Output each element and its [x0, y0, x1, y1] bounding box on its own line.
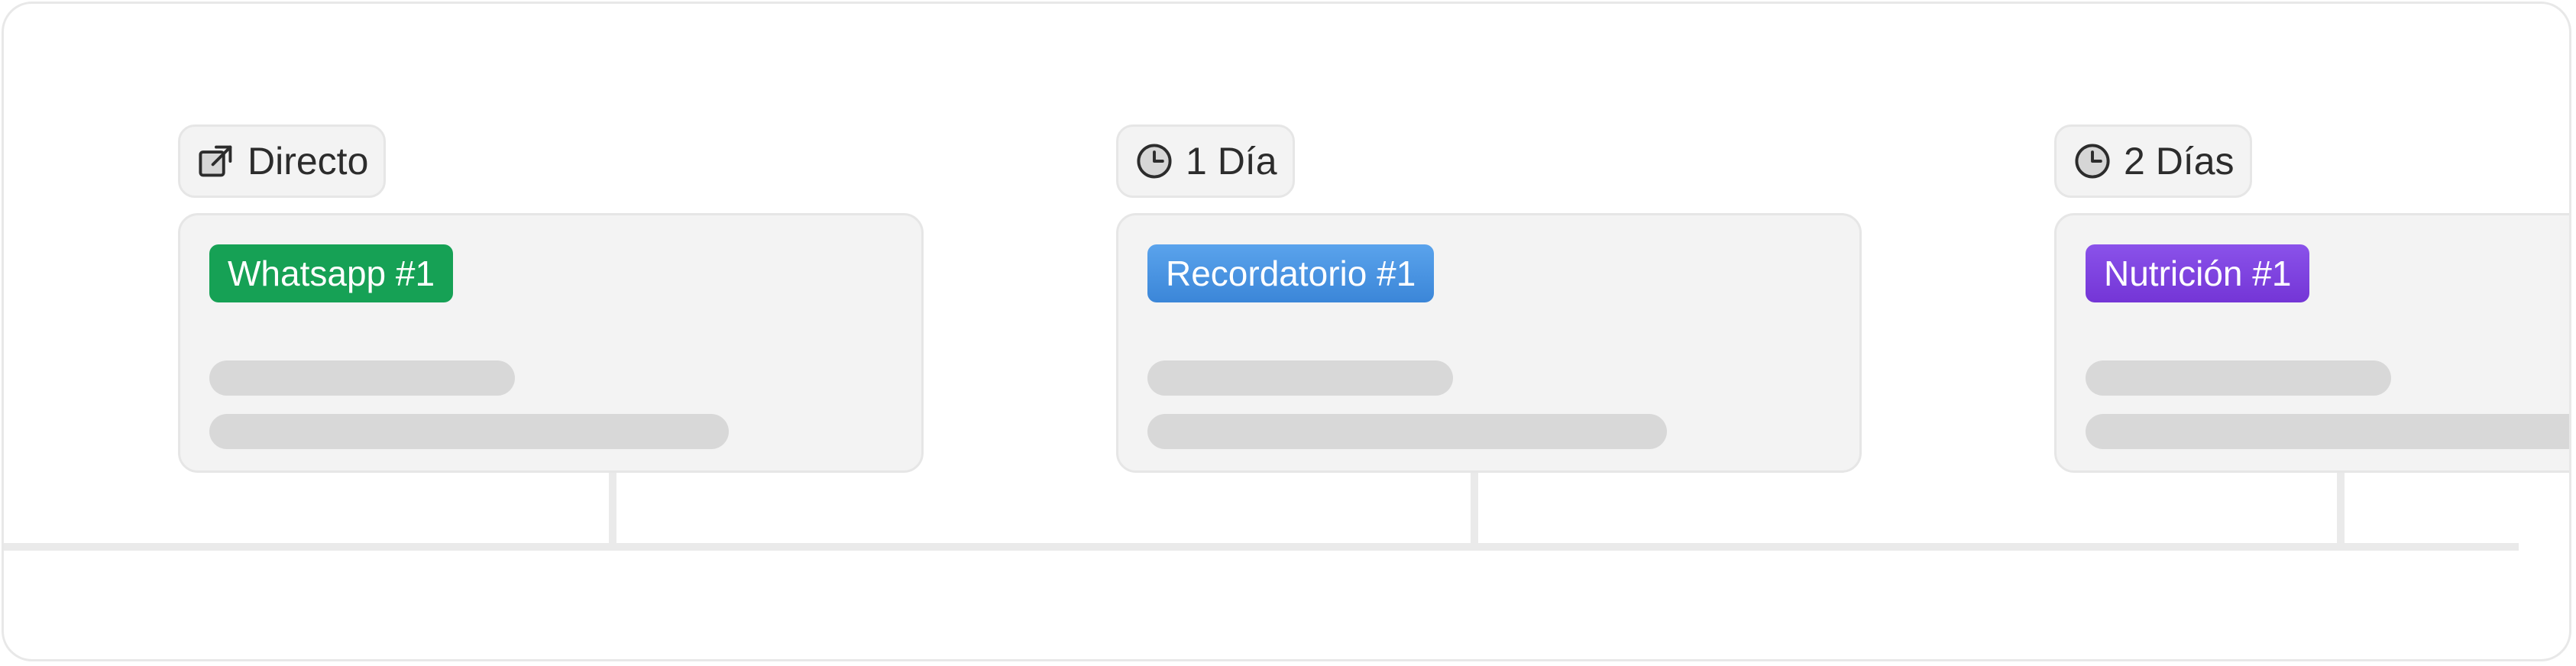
- step-card[interactable]: Whatsapp #1: [178, 213, 924, 473]
- delay-chip-1-dia[interactable]: 1 Día: [1116, 124, 1295, 198]
- delay-label: Directo: [248, 140, 369, 183]
- step-card[interactable]: Nutrición #1: [2054, 213, 2569, 473]
- timeline-axis: [4, 543, 2519, 551]
- timeline-connector: [609, 473, 616, 546]
- timeline-connector: [1471, 473, 1478, 546]
- skeleton-line: [209, 414, 729, 449]
- timeline-connector: [2337, 473, 2345, 546]
- channel-tag-nutricion[interactable]: Nutrición #1: [2086, 244, 2310, 302]
- delay-chip-2-dias[interactable]: 2 Días: [2054, 124, 2252, 198]
- channel-tag-whatsapp[interactable]: Whatsapp #1: [209, 244, 454, 302]
- skeleton-line: [2086, 360, 2391, 396]
- delay-label: 1 Día: [1186, 140, 1277, 183]
- step-card[interactable]: Recordatorio #1: [1116, 213, 1862, 473]
- channel-tag-recordatorio[interactable]: Recordatorio #1: [1147, 244, 1435, 302]
- delay-chip-directo[interactable]: Directo: [178, 124, 387, 198]
- clock-icon: [1134, 141, 1175, 182]
- skeleton-line: [2086, 414, 2569, 449]
- skeleton-line: [1147, 360, 1453, 396]
- external-link-icon: [196, 141, 237, 182]
- skeleton-line: [1147, 414, 1667, 449]
- skeleton-line: [209, 360, 515, 396]
- delay-label: 2 Días: [2124, 140, 2235, 183]
- clock-icon: [2072, 141, 2113, 182]
